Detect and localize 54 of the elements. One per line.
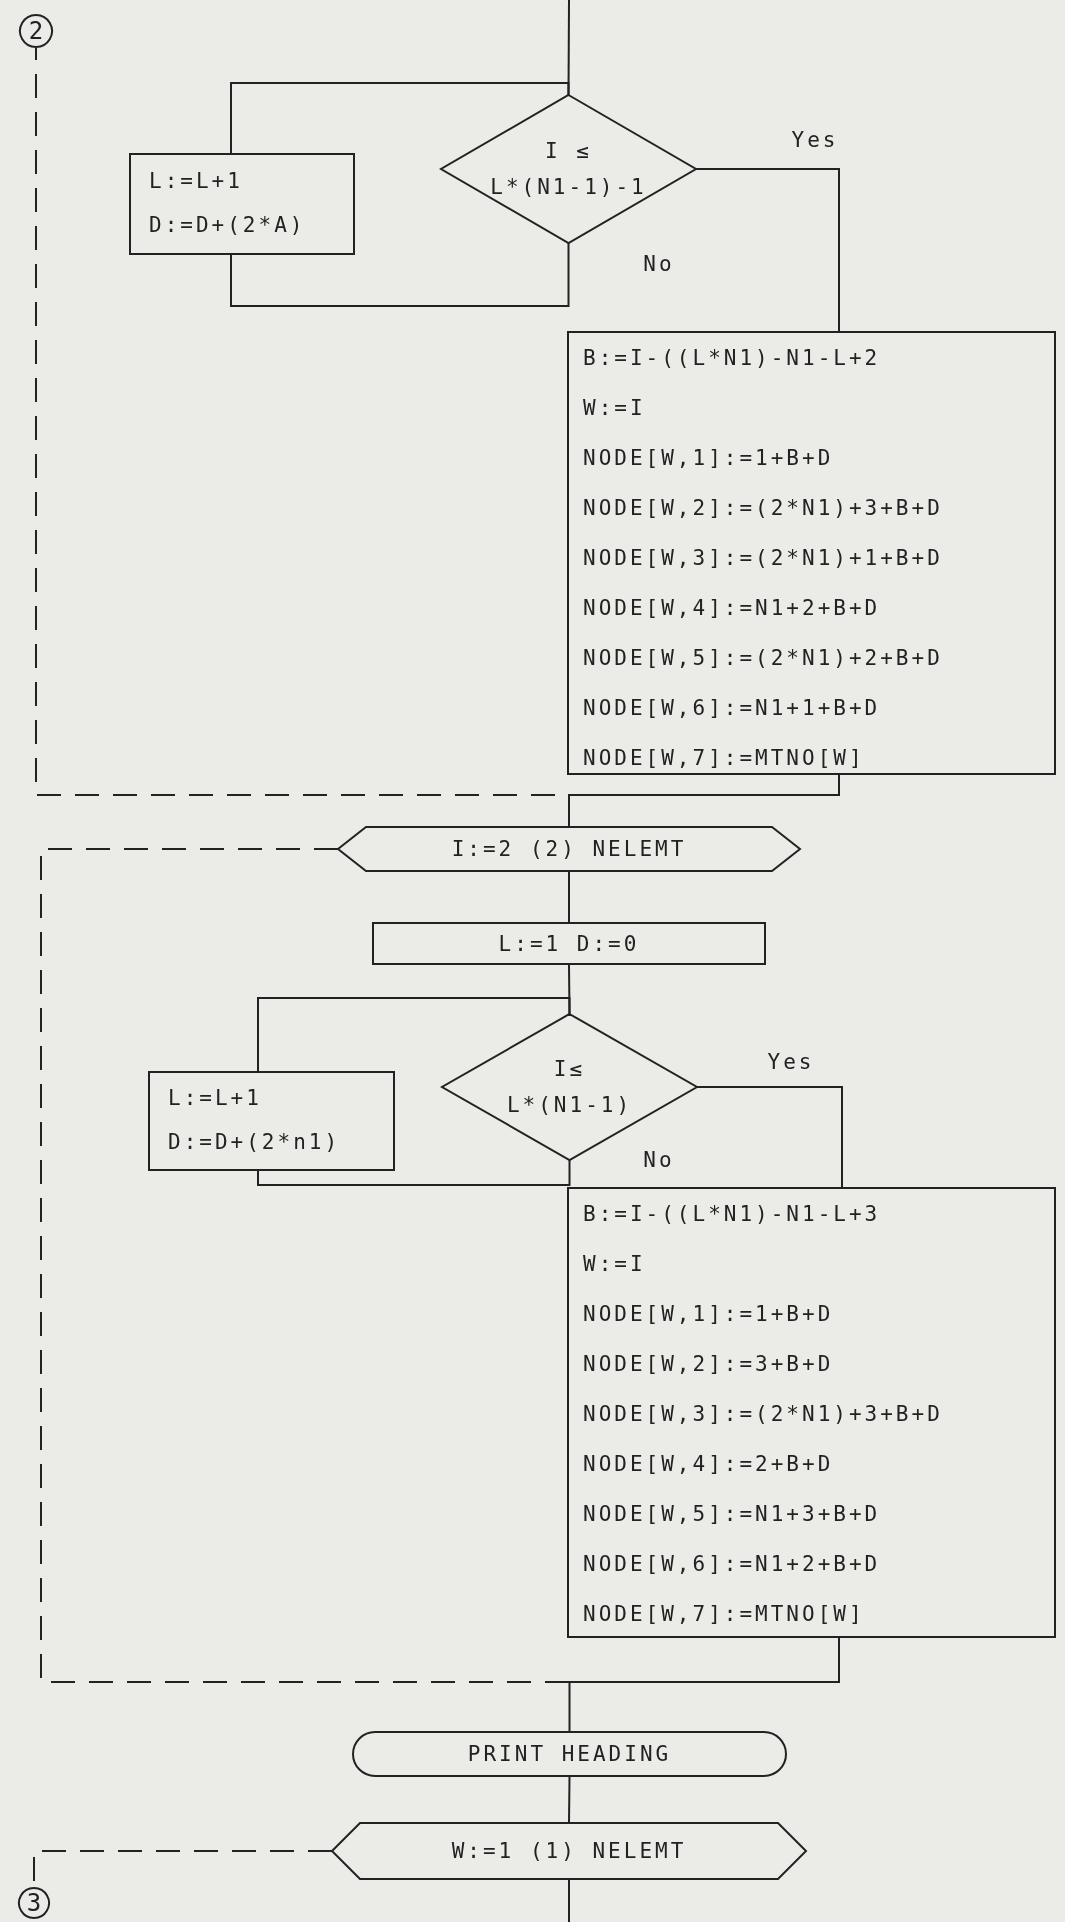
connector-circle bbox=[18, 1887, 50, 1919]
loop-text: I:=2 (2) NELEMT bbox=[451, 837, 687, 861]
connector-circle bbox=[19, 14, 53, 48]
statement-text: NODE[W,4]:=2+B+D bbox=[583, 1451, 835, 1478]
statement-text: B:=I-((L*N1)-N1-L+3 bbox=[583, 1201, 882, 1228]
process-box bbox=[567, 331, 1056, 775]
loop-text: W:=1 (1) NELEMT bbox=[451, 1839, 687, 1863]
connector-number: 3 bbox=[26, 1889, 42, 1917]
flow-line bbox=[568, 774, 840, 828]
statement-text: NODE[W,3]:=(2*N1)+1+B+D bbox=[583, 545, 944, 572]
loop-hexagon bbox=[332, 1823, 806, 1879]
statement-text: L:=1 D:=0 bbox=[498, 931, 640, 956]
flow-line bbox=[568, 1878, 570, 1922]
statement-text: NODE[W,7]:=MTNO[W] bbox=[583, 745, 866, 772]
flow-line bbox=[567, 0, 570, 96]
terminator-box bbox=[352, 1731, 787, 1777]
process-box bbox=[372, 922, 766, 965]
flow-line bbox=[568, 870, 570, 923]
statement-text: NODE[W,3]:=(2*N1)+3+B+D bbox=[583, 1401, 944, 1428]
statement-text: B:=I-((L*N1)-N1-L+2 bbox=[583, 345, 882, 372]
connector-number: 2 bbox=[28, 17, 44, 45]
flow-line bbox=[230, 242, 570, 307]
flow-line bbox=[257, 1159, 571, 1186]
flow-line bbox=[568, 964, 571, 1015]
process-box bbox=[567, 1187, 1056, 1638]
flow-line bbox=[568, 1776, 571, 1824]
statement-text: W:=I bbox=[583, 1251, 647, 1278]
statement-text: PRINT HEADING bbox=[467, 1742, 672, 1766]
statement-text: W:=I bbox=[583, 395, 647, 422]
statement-text: D:=D+(2*A) bbox=[149, 212, 307, 239]
statement-text: L:=L+1 bbox=[149, 168, 244, 195]
process-box bbox=[129, 153, 355, 255]
flow-line bbox=[696, 1086, 843, 1188]
statement-text: D:=D+(2*n1) bbox=[168, 1129, 342, 1156]
statement-text: NODE[W,1]:=1+B+D bbox=[583, 1301, 835, 1328]
statement-text: NODE[W,5]:=(2*N1)+2+B+D bbox=[583, 645, 944, 672]
decision-diamond bbox=[441, 95, 696, 243]
process-box bbox=[148, 1071, 395, 1171]
statement-text: NODE[W,6]:=N1+2+B+D bbox=[583, 1551, 882, 1578]
loop-hexagon bbox=[338, 827, 800, 871]
condition-text: I≤ L*(N1-1) bbox=[505, 1056, 634, 1119]
statement-text: NODE[W,5]:=N1+3+B+D bbox=[583, 1501, 882, 1528]
condition-text: I ≤ L*(N1-1)-1 bbox=[489, 138, 648, 201]
statement-text: L:=L+1 bbox=[168, 1085, 263, 1112]
statement-text: NODE[W,2]:=(2*N1)+3+B+D bbox=[583, 495, 944, 522]
statement-text: NODE[W,7]:=MTNO[W] bbox=[583, 1601, 866, 1628]
flow-line bbox=[230, 82, 570, 154]
statement-text: NODE[W,4]:=N1+2+B+D bbox=[583, 595, 882, 622]
flow-line bbox=[257, 997, 571, 1072]
flow-line bbox=[568, 1637, 840, 1732]
statement-text: NODE[W,2]:=3+B+D bbox=[583, 1351, 835, 1378]
statement-text: NODE[W,6]:=N1+1+B+D bbox=[583, 695, 882, 722]
statement-text: NODE[W,1]:=1+B+D bbox=[583, 445, 835, 472]
flow-line bbox=[695, 168, 840, 332]
